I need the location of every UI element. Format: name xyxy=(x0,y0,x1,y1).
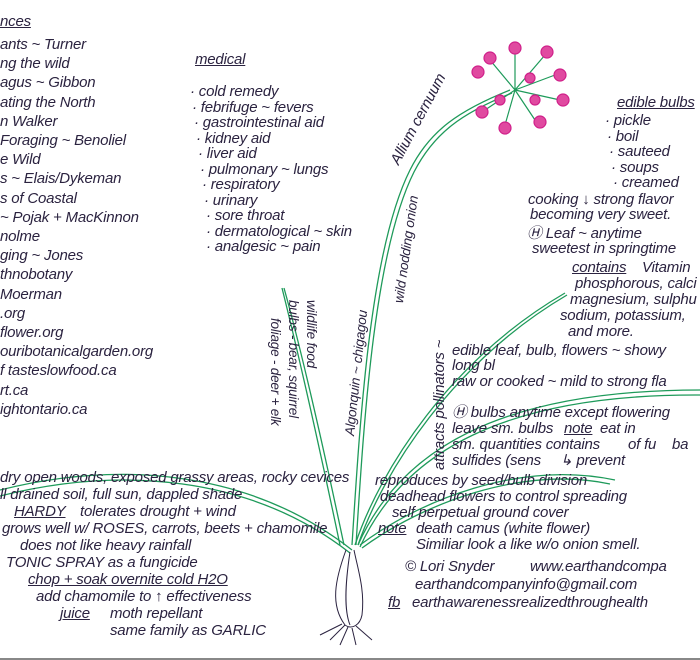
attracts-pollinators: attracts pollinators ~ xyxy=(431,339,448,470)
prevent: ↳ prevent xyxy=(560,452,625,469)
medical-heading: medical xyxy=(195,51,246,68)
list-item: ants ~ Turner xyxy=(0,36,86,53)
edible-parts: edible leaf, bulb, flowers ~ showy long … xyxy=(452,342,666,374)
foliage-deer: foliage - deer + elk xyxy=(268,318,283,426)
ba: ba xyxy=(672,436,689,453)
list-item: · sauteed xyxy=(609,143,670,160)
list-item: · analgesic ~ pain xyxy=(206,238,321,255)
author-credit: © Lori Snyder xyxy=(405,558,495,575)
list-item: · sore throat xyxy=(206,207,285,224)
growing-note: moth repellant xyxy=(110,605,203,622)
leaf-note: Ⓗ Leaf ~ anytime xyxy=(527,225,642,242)
website[interactable]: www.earthandcompa xyxy=(530,558,667,575)
nutrient: sodium, potassium, xyxy=(560,307,686,324)
note-label: note xyxy=(564,420,593,437)
list-item: s of Coastal xyxy=(0,189,77,207)
list-item: · gastrointestinal aid xyxy=(194,114,324,131)
quantities: sm. quantities contains xyxy=(452,436,600,453)
death-camus: death camus (white flower) xyxy=(416,520,591,537)
juice-label: juice xyxy=(60,605,90,622)
leaves xyxy=(0,89,700,554)
leaf xyxy=(281,287,341,546)
wildlife-food: wildlife food xyxy=(304,300,319,368)
list-item: f tasteslowfood.ca xyxy=(0,362,117,380)
list-item: · dermatological ~ skin xyxy=(206,222,352,240)
list-item: nolme xyxy=(0,228,40,245)
list-item: s ~ Elais/Dykeman xyxy=(0,170,122,188)
list-item: ging ~ Jones xyxy=(0,247,84,265)
reproduces: reproduces by seed/bulb division xyxy=(375,472,588,489)
facebook-label: fb xyxy=(388,594,401,611)
list-item: n Walker xyxy=(0,112,58,130)
of-fu: of fu xyxy=(628,436,657,453)
raw-or-cooked: raw or cooked ~ mild to strong fla xyxy=(452,373,667,390)
facebook-handle[interactable]: earthawarenessrealizedthroughealth xyxy=(412,594,648,611)
nutrient: magnesium, sulphu xyxy=(570,291,697,308)
list-item: · soups xyxy=(611,158,659,176)
list-item: ouribotanicalgarden.org xyxy=(0,343,154,361)
nutrient: and more. xyxy=(568,323,634,340)
leaf-note: sweetest in springtime xyxy=(532,240,676,257)
growing-note: add chamomile to ↑ effectiveness xyxy=(36,588,252,605)
list-item: · boil xyxy=(607,127,639,145)
leaf xyxy=(359,474,616,546)
list-item: · kidney aid xyxy=(196,129,271,147)
edible-bulbs-heading: edible bulbs xyxy=(617,94,695,111)
cooking-note: cooking ↓ strong flavor xyxy=(528,191,674,208)
leave-small-bulbs: leave sm. bulbs xyxy=(452,420,554,437)
growing-note: tolerates drought + wind xyxy=(80,503,236,520)
growing-note: does not like heavy rainfall xyxy=(20,537,192,554)
list-item: · cold remedy xyxy=(190,83,279,100)
list-item: · urinary xyxy=(204,191,258,209)
growing-note: dry open woods, exposed grassy areas, ro… xyxy=(0,469,350,486)
list-item: · pulmonary ~ lungs xyxy=(200,160,329,178)
list-item: thnobotany xyxy=(0,266,73,284)
list-item: · febrifuge ~ fevers xyxy=(192,98,314,116)
deadhead: deadhead flowers to control spreading xyxy=(380,488,627,505)
email[interactable]: earthandcompanyinfo@gmail.com xyxy=(415,576,638,593)
similar-look: Similiar look a like w/o onion smell. xyxy=(416,536,641,553)
flower-stem xyxy=(351,89,511,546)
bulb xyxy=(319,549,373,646)
growing-note: same family as GARLIC xyxy=(110,622,266,639)
contains-label: contains xyxy=(572,259,627,276)
list-item: Foraging ~ Benoliel xyxy=(0,132,126,149)
tonic-spray: TONIC SPRAY as a fungicide xyxy=(6,554,198,571)
list-item: · liver aid xyxy=(198,145,257,162)
leaf xyxy=(354,292,566,546)
sulfides: sulfides (sens xyxy=(452,452,541,469)
references-heading: nces xyxy=(0,13,31,30)
list-item: ightontario.ca xyxy=(0,400,88,418)
self-perpetual: self perpetual ground cover xyxy=(392,504,569,521)
list-item: · creamed xyxy=(613,174,679,191)
growing-note: chop + soak overnite cold H2O xyxy=(28,571,228,588)
list-item: rt.ca xyxy=(0,381,29,399)
hardy-label: HARDY xyxy=(14,503,66,520)
note-label: note xyxy=(378,520,407,537)
list-item: agus ~ Gibbon xyxy=(0,74,96,92)
cooking-note: becoming very sweet. xyxy=(530,206,672,223)
leaf xyxy=(357,389,700,546)
eat-in: eat in xyxy=(600,420,636,437)
bulbs-bear: bulbs - bear, squirrel xyxy=(286,300,301,418)
list-item: ng the wild xyxy=(0,55,70,73)
list-item: · pickle xyxy=(605,112,651,129)
list-item: e Wild xyxy=(0,151,41,169)
list-item: Moerman xyxy=(0,285,62,303)
list-item: ating the North xyxy=(0,93,96,111)
flower-cluster xyxy=(471,41,570,135)
nutrient: Vitamin xyxy=(642,259,691,276)
list-item: ~ Pojak + MacKinnon xyxy=(0,208,139,226)
list-item: .org xyxy=(0,304,26,322)
list-item: flower.org xyxy=(0,324,64,341)
nutrient: phosphorous, calci xyxy=(575,275,697,292)
list-item: · respiratory xyxy=(202,176,280,193)
growing-note: grows well w/ ROSES, carrots, beets + ch… xyxy=(2,520,328,537)
bulbs-anytime: Ⓗ bulbs anytime except flowering xyxy=(452,404,670,421)
growing-note: ll drained soil, full sun, dappled shade xyxy=(0,486,243,503)
leaf xyxy=(0,473,353,551)
